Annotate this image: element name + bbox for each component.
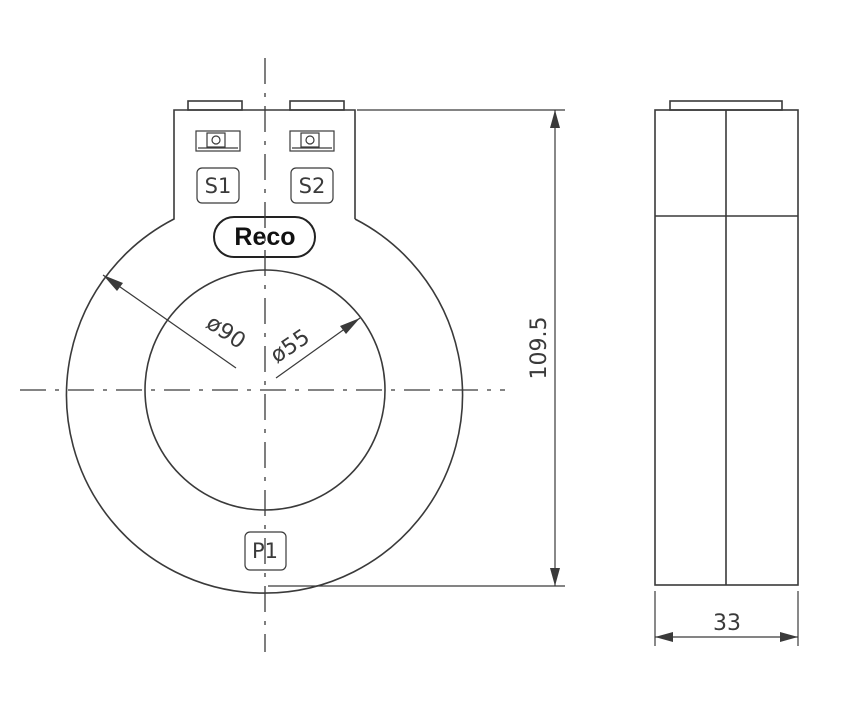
body-outline: [65, 109, 464, 594]
outer-diameter-dimension: ø90: [102, 274, 250, 369]
width-dimension: 33: [654, 591, 799, 646]
inner-diameter-dimension: ø55: [266, 317, 361, 379]
side-view: 33: [654, 100, 799, 646]
screw-terminal-s2: [289, 130, 335, 152]
terminal-label-s2: S2: [290, 167, 334, 204]
terminal-label-s1: S1: [196, 167, 240, 204]
s2-text: S2: [299, 174, 326, 198]
terminal-cap-right: [289, 100, 345, 111]
height-dimension: 109.5: [268, 109, 565, 587]
s1-text: S1: [205, 174, 232, 198]
side-top-cap: [669, 100, 783, 111]
height-text: 109.5: [527, 317, 552, 380]
inner-diameter-text: ø55: [266, 325, 314, 369]
width-text: 33: [713, 611, 741, 636]
front-view: S1 S2 Reco P1 ø90 ø55: [20, 58, 565, 652]
outer-diameter-text: ø90: [201, 311, 249, 355]
terminal-cap-left: [187, 100, 243, 111]
screw-terminal-s1: [195, 130, 241, 152]
